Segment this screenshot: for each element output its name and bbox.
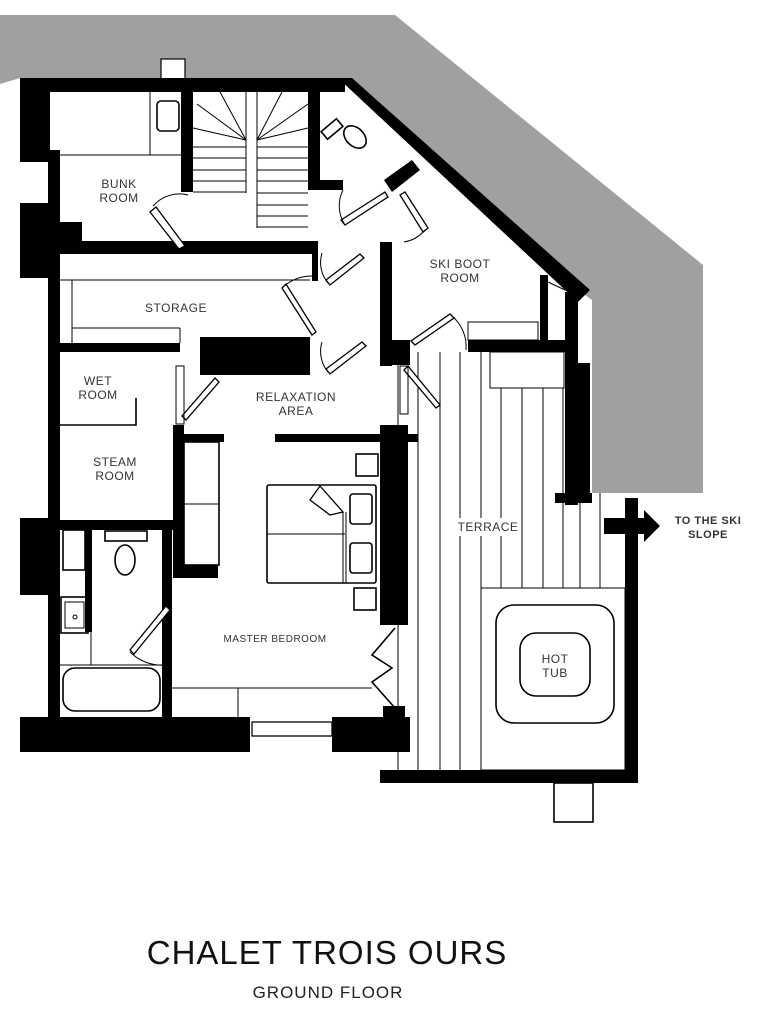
doors [129,189,467,709]
hot-tub-label: HOT [542,652,569,666]
hot-tub-inner [519,632,591,697]
storage-label: STORAGE [145,301,207,315]
ski-boot-room-label: SKI BOOT [430,257,491,271]
exit-arrow-icon [604,510,660,542]
exit-label: TO THE SKI [675,515,742,527]
relaxation-area-label: RELAXATION [256,390,336,404]
wet-room-label: WET [84,374,112,388]
steam-room-label: STEAM [93,455,137,469]
terrace-label: TERRACE [458,520,519,534]
terrace-decking [397,351,601,770]
chimney [160,58,186,80]
bunk-room-label: BUNK [101,177,136,191]
walls [20,78,638,783]
staircase [192,91,309,228]
hot-tub-outer [495,604,615,724]
master-bedroom-label: MASTER BEDROOM [223,634,326,645]
fixtures [60,91,660,823]
plan-title: CHALET TROIS OURS [147,934,508,971]
terrain-area [0,15,703,493]
step [553,782,594,823]
plan-subtitle: GROUND FLOOR [253,983,404,1002]
